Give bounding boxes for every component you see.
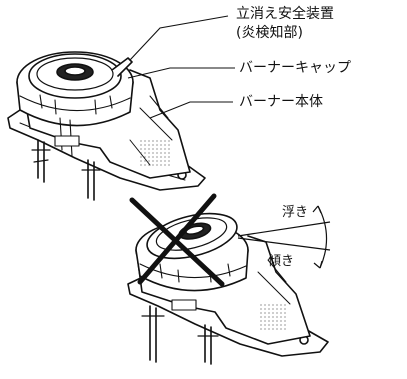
angle-arc bbox=[317, 205, 328, 269]
leader-flame-device bbox=[129, 15, 229, 61]
label-tilting: 傾き bbox=[268, 254, 295, 269]
label-flame-failure-device: 立消え安全装置 bbox=[236, 6, 334, 22]
burner-leg bbox=[87, 159, 95, 201]
burner-correct bbox=[7, 51, 206, 201]
leader-burner-cap bbox=[127, 67, 235, 79]
burner-leg bbox=[149, 305, 157, 363]
burner-leg bbox=[204, 324, 212, 365]
leader-lines-top bbox=[127, 15, 235, 119]
label-burner-cap: バーナーキャップ bbox=[239, 60, 351, 76]
burner-leg bbox=[37, 139, 45, 183]
burner-incorrect bbox=[127, 212, 329, 365]
label-burner-body: バーナー本体 bbox=[239, 94, 323, 110]
x-mark bbox=[129, 193, 225, 287]
label-flame-detector: (炎検知部) bbox=[236, 25, 303, 41]
leader-burner-body bbox=[149, 101, 233, 119]
label-floating: 浮き bbox=[282, 205, 309, 220]
tilt-indicator bbox=[237, 205, 331, 269]
